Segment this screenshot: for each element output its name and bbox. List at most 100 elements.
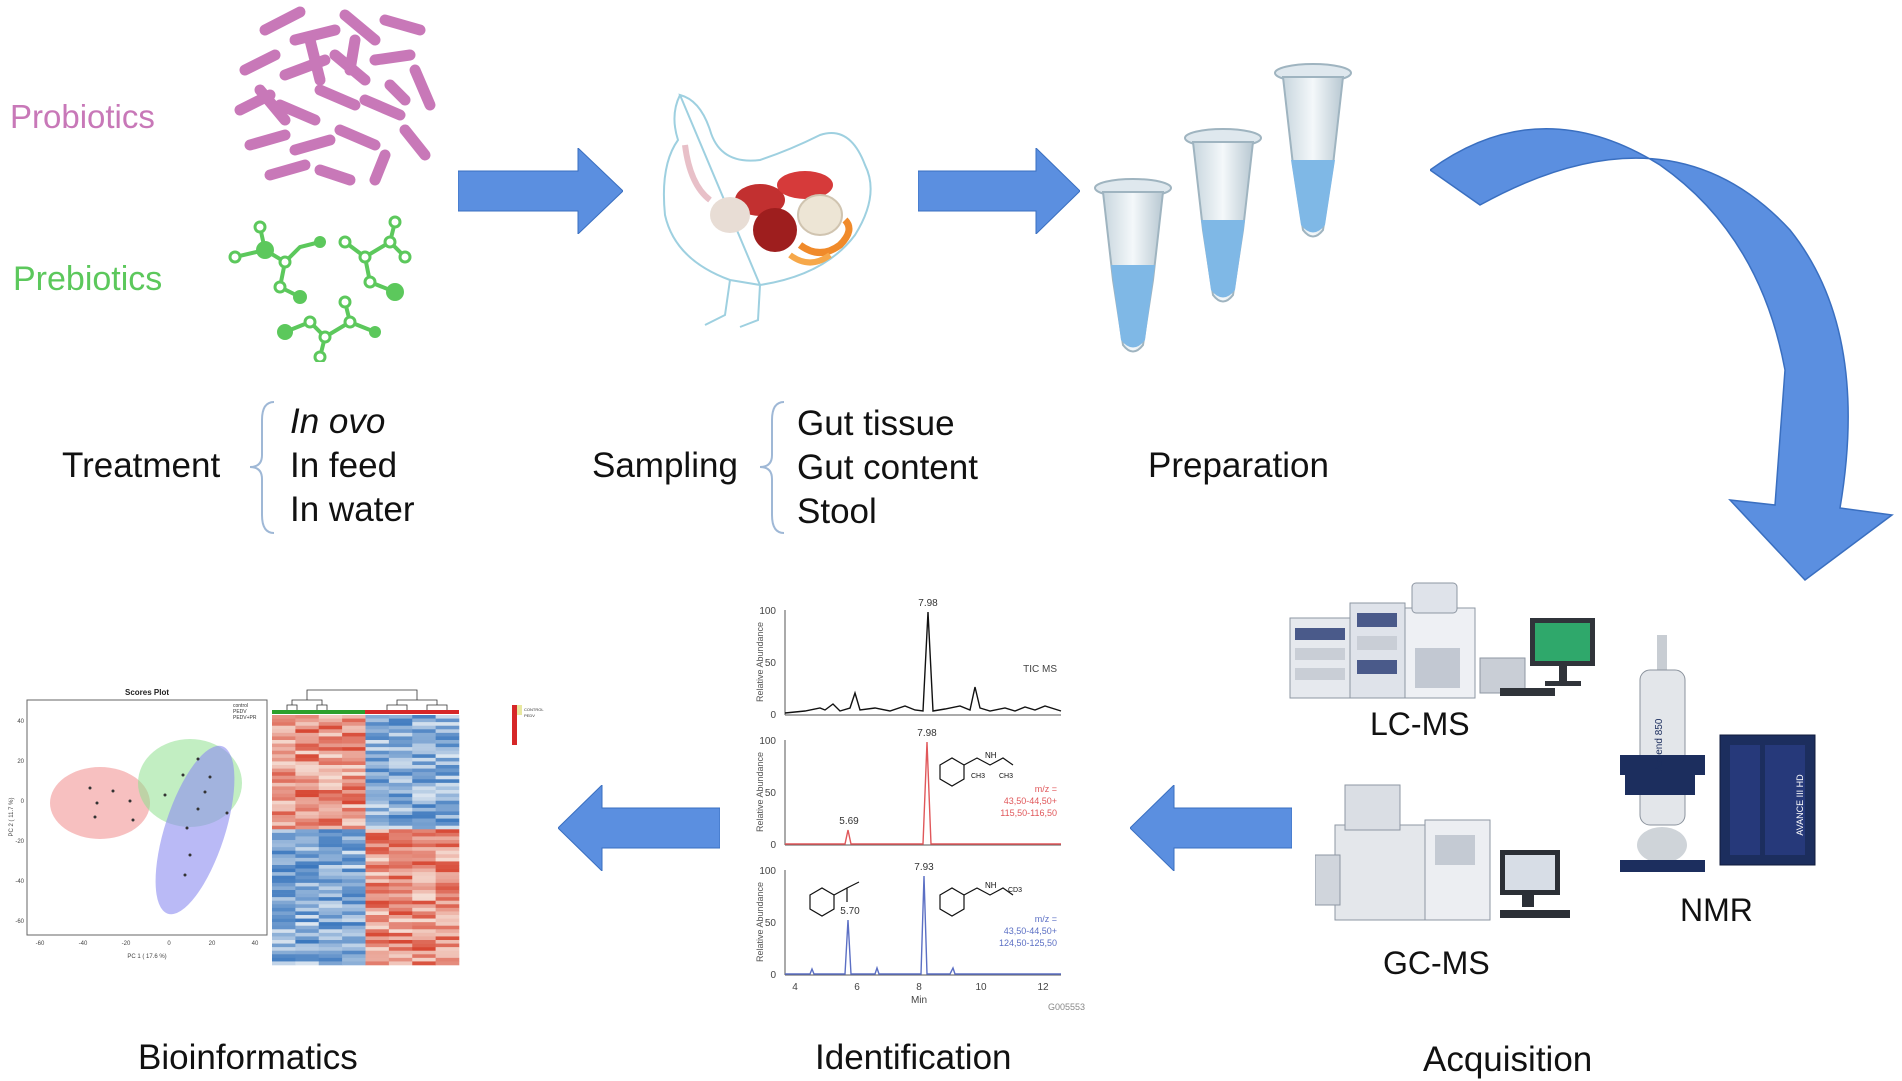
heatmap-cell — [342, 818, 366, 823]
red-peak-label: 7.98 — [917, 728, 937, 739]
heatmap-cell — [412, 900, 436, 905]
heatmap-cell — [388, 854, 413, 859]
heatmap-cell — [435, 900, 460, 905]
heatmap-cell — [342, 918, 366, 923]
heatmap-cell — [318, 793, 343, 798]
arrow-left-1 — [1130, 785, 1292, 871]
heatmap-cell — [342, 850, 366, 855]
heatmap-cell — [435, 765, 460, 769]
heatmap-cell — [388, 907, 413, 912]
chromatograms-panel: 100 50 0 Relative Abundance 7.98 TIC MS … — [755, 598, 1085, 1012]
heatmap-cell — [435, 850, 460, 855]
heatmap-cell — [272, 832, 296, 837]
heatmap-cell — [318, 879, 343, 884]
heatmap-cell — [318, 868, 343, 873]
heatmap-cell — [342, 847, 366, 852]
heatmap-cell — [388, 897, 413, 902]
heatmap-cell — [435, 736, 460, 741]
heatmap-cell — [435, 840, 460, 844]
lcms-instrument-icon — [1289, 582, 1595, 699]
treatment-option-in-ovo: In ovo — [290, 402, 386, 441]
heatmap-cell — [365, 725, 390, 730]
heatmap-cell — [318, 804, 343, 809]
blue-peak-label: 7.93 — [914, 862, 934, 873]
heatmap-cell — [318, 743, 343, 748]
heatmap-cell — [318, 936, 343, 941]
heatmap-cell — [365, 857, 390, 862]
heatmap-cell — [435, 761, 460, 766]
heatmap-cell — [342, 790, 366, 794]
heatmap-cell — [388, 957, 413, 962]
heatmap-cell — [412, 847, 436, 852]
acquisition-label: Acquisition — [1423, 1040, 1593, 1079]
heatmap-cell — [412, 729, 436, 734]
heatmap-cell — [435, 793, 460, 798]
heatmap-cell — [435, 957, 460, 962]
heatmap-cell — [412, 832, 436, 837]
heatmap-cell — [388, 857, 413, 862]
sampling-option-stool: Stool — [797, 492, 877, 531]
heatmap-cell — [342, 943, 366, 948]
heatmap-cell — [365, 868, 390, 873]
heatmap-cell — [342, 811, 366, 816]
scores-ytick-minus20: -20 — [15, 839, 24, 845]
heatmap-cell — [388, 936, 413, 941]
heatmap-cell — [388, 882, 413, 887]
heatmap-cell — [412, 840, 436, 844]
heatmap-cell — [272, 747, 296, 752]
heatmap-cell — [318, 729, 343, 734]
heatmap-cell — [388, 790, 413, 794]
scores-plot-title: Scores Plot — [125, 688, 169, 697]
heatmap-cell — [388, 765, 413, 769]
heatmap-cell — [412, 943, 436, 948]
heatmap-cell — [412, 843, 436, 848]
heatmap-cell — [365, 736, 390, 741]
heatmap-cell — [318, 886, 343, 891]
heatmap-cell — [272, 918, 296, 923]
heatmap-cell — [412, 868, 436, 873]
heatmap-cell — [365, 754, 390, 759]
heatmap-cell — [365, 815, 390, 819]
blue-ytick-0: 0 — [770, 970, 776, 981]
heatmap-cell — [365, 775, 390, 780]
heatmap-cell — [388, 911, 413, 916]
heatmap-cell — [365, 800, 390, 805]
heatmap-cell — [435, 961, 460, 966]
heatmap-cell — [342, 961, 366, 966]
lcms-label: LC-MS — [1370, 706, 1470, 742]
heatmap-cell — [435, 886, 460, 891]
heatmap-cell — [412, 936, 436, 941]
heatmap-cell — [388, 879, 413, 884]
heatmap-cell — [272, 850, 296, 855]
heatmap-cell — [318, 718, 343, 723]
heatmap-cell — [435, 807, 460, 812]
heatmap-cell — [342, 715, 366, 719]
scores-xtick-minus60: -60 — [36, 941, 45, 947]
heatmap-cell — [272, 950, 296, 955]
heatmap-cell — [365, 961, 390, 966]
heatmap-cell — [365, 904, 390, 909]
heatmap-cell — [295, 757, 320, 762]
heatmap-cell — [435, 847, 460, 852]
heatmap-cell — [318, 840, 343, 844]
heatmap-cell — [272, 786, 296, 791]
heatmap-cell — [295, 893, 320, 898]
scores-ytick-minus40: -40 — [15, 879, 24, 885]
heatmap-cell — [318, 818, 343, 823]
heatmap-cell — [412, 890, 436, 894]
heatmap-cell — [412, 797, 436, 802]
blue-mz-line-3: 124,50-125,50 — [999, 938, 1057, 948]
heatmap-cell — [318, 725, 343, 730]
heatmap-cell — [388, 736, 413, 741]
heatmap-cell — [295, 743, 320, 748]
heatmap-cell — [318, 775, 343, 780]
heatmap-cell — [318, 850, 343, 855]
heatmap-cell — [295, 925, 320, 930]
heatmap-cell — [342, 782, 366, 787]
heatmap-cell — [272, 943, 296, 948]
heatmap-cell — [412, 772, 436, 777]
heatmap-cell — [272, 736, 296, 741]
heatmap-cell — [435, 879, 460, 884]
heatmap-cell — [435, 875, 460, 880]
heatmap-cell — [342, 882, 366, 887]
